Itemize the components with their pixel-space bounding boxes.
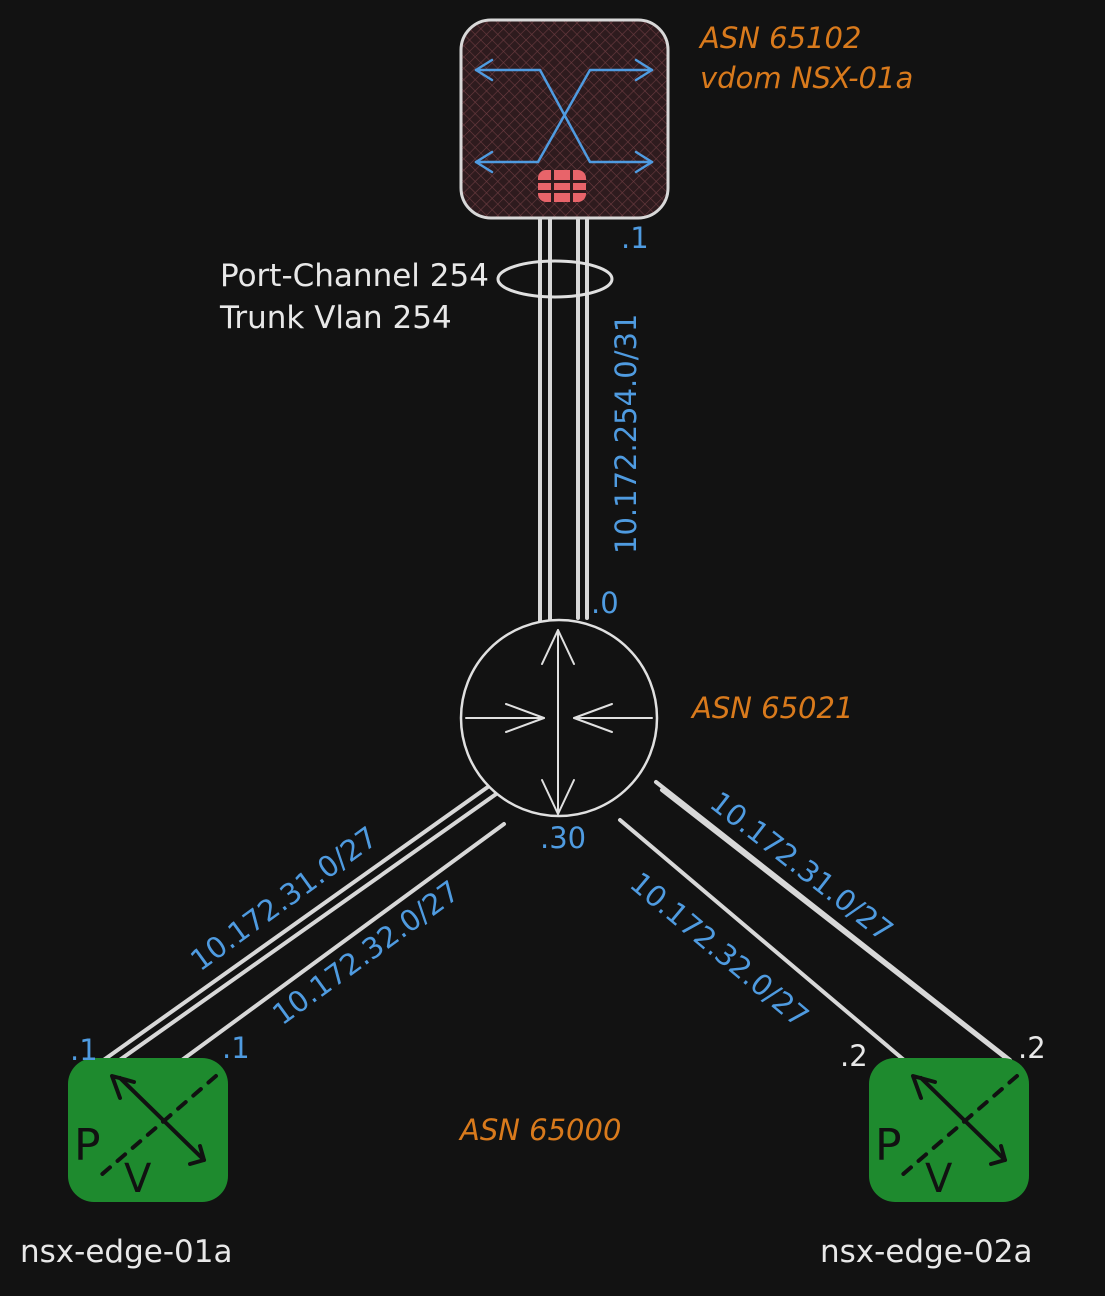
edge02-links xyxy=(618,780,1018,1068)
edge01-ip-b: .1 xyxy=(222,1031,250,1065)
edge-glyph-v: V xyxy=(124,1156,152,1202)
fortinet-logo-icon xyxy=(538,170,586,202)
router-downlink-ip: .30 xyxy=(540,821,586,855)
edge02-ip-b: .2 xyxy=(1018,1031,1046,1065)
fortigate-firewall-icon[interactable] xyxy=(459,18,670,220)
nsx-edge-02a-icon[interactable]: P V xyxy=(869,1058,1029,1202)
edge-glyph-p: P xyxy=(74,1120,101,1171)
edge-glyph-p: P xyxy=(875,1120,902,1171)
router-icon[interactable] xyxy=(459,618,659,818)
port-channel-label: Port-Channel 254 xyxy=(220,258,489,294)
edge01-name-label: nsx-edge-01a xyxy=(20,1234,232,1270)
trunk-vlan-label: Trunk Vlan 254 xyxy=(219,300,452,336)
uplink-links xyxy=(538,216,589,624)
edge02-ip-a: .2 xyxy=(840,1039,868,1073)
edge02-subnet-b-label: 10.172.31.0/27 xyxy=(704,785,900,948)
edge-asn-label: ASN 65000 xyxy=(458,1113,621,1147)
edge02-name-label: nsx-edge-02a xyxy=(820,1234,1032,1270)
firewall-uplink-ip: .1 xyxy=(621,221,649,255)
edge01-ip-a: .1 xyxy=(70,1033,98,1067)
firewall-vdom-label: vdom NSX-01a xyxy=(700,61,913,95)
edge02-subnet-a-label: 10.172.32.0/27 xyxy=(624,865,816,1034)
firewall-asn-label: ASN 65102 xyxy=(698,21,861,55)
uplink-subnet-label: 10.172.254.0/31 xyxy=(609,314,643,554)
router-uplink-ip: .0 xyxy=(591,586,619,620)
edge-glyph-v: V xyxy=(925,1156,953,1202)
nsx-edge-01a-icon[interactable]: P V xyxy=(68,1058,228,1202)
router-asn-label: ASN 65021 xyxy=(690,691,853,725)
edge01-links xyxy=(96,782,506,1073)
port-channel-ellipse xyxy=(496,259,614,299)
